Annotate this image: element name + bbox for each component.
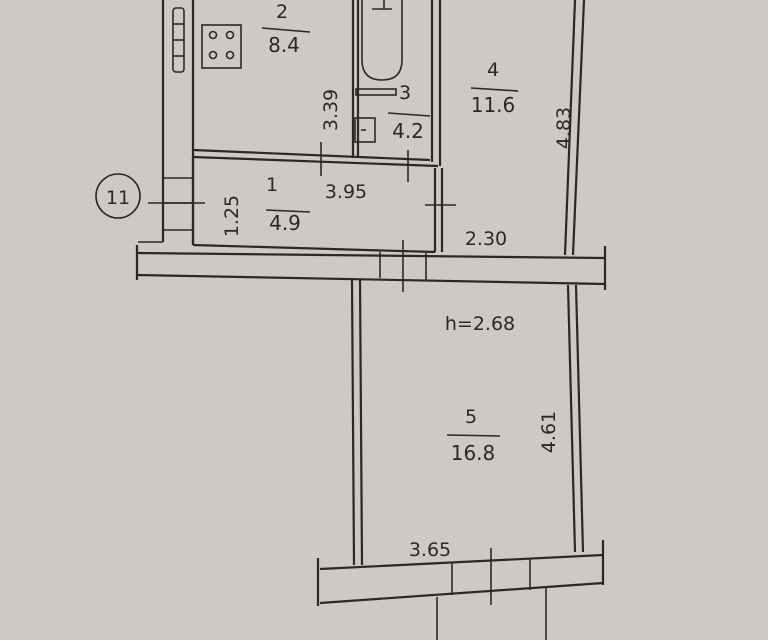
ceiling-height: h=2.68	[445, 313, 515, 335]
dimension-room5-depth: 4.61	[538, 411, 560, 453]
room-2-kitchen	[192, 0, 439, 168]
room-4	[563, 0, 586, 256]
dimension-hall-length: 3.95	[325, 181, 367, 203]
room-4-number: 4	[487, 59, 499, 81]
middle-wall-band	[135, 240, 607, 292]
room-3-area: 4.2	[392, 119, 424, 143]
bathtub-icon	[355, 0, 403, 96]
room-1-hallway	[191, 157, 444, 254]
room-2-number: 2	[276, 1, 288, 23]
bottom-wall-band	[316, 540, 605, 640]
room-3-bathroom	[356, 0, 442, 166]
stove-icon	[201, 24, 242, 69]
dimension-room4-depth: 4.83	[553, 107, 575, 149]
dimension-kitchen-depth: 3.39	[320, 89, 342, 131]
dimension-room5-width: 3.65	[409, 539, 451, 561]
axis-marker-label: 11	[106, 187, 130, 209]
room-4-area: 11.6	[471, 93, 516, 117]
room-5-number: 5	[465, 406, 477, 428]
room-5-area: 16.8	[451, 441, 496, 465]
dimension-hall-width: 1.25	[221, 195, 243, 237]
dimension-room4-width: 2.30	[465, 228, 507, 250]
toilet-icon	[354, 117, 376, 143]
axis-marker: 11	[95, 173, 205, 219]
room-5	[350, 279, 585, 566]
radiator-icon	[172, 7, 185, 73]
room-1-area: 4.9	[269, 211, 301, 235]
room-2-area: 8.4	[268, 33, 300, 57]
room-3-number: 3	[399, 82, 411, 104]
room-1-number: 1	[266, 174, 278, 196]
